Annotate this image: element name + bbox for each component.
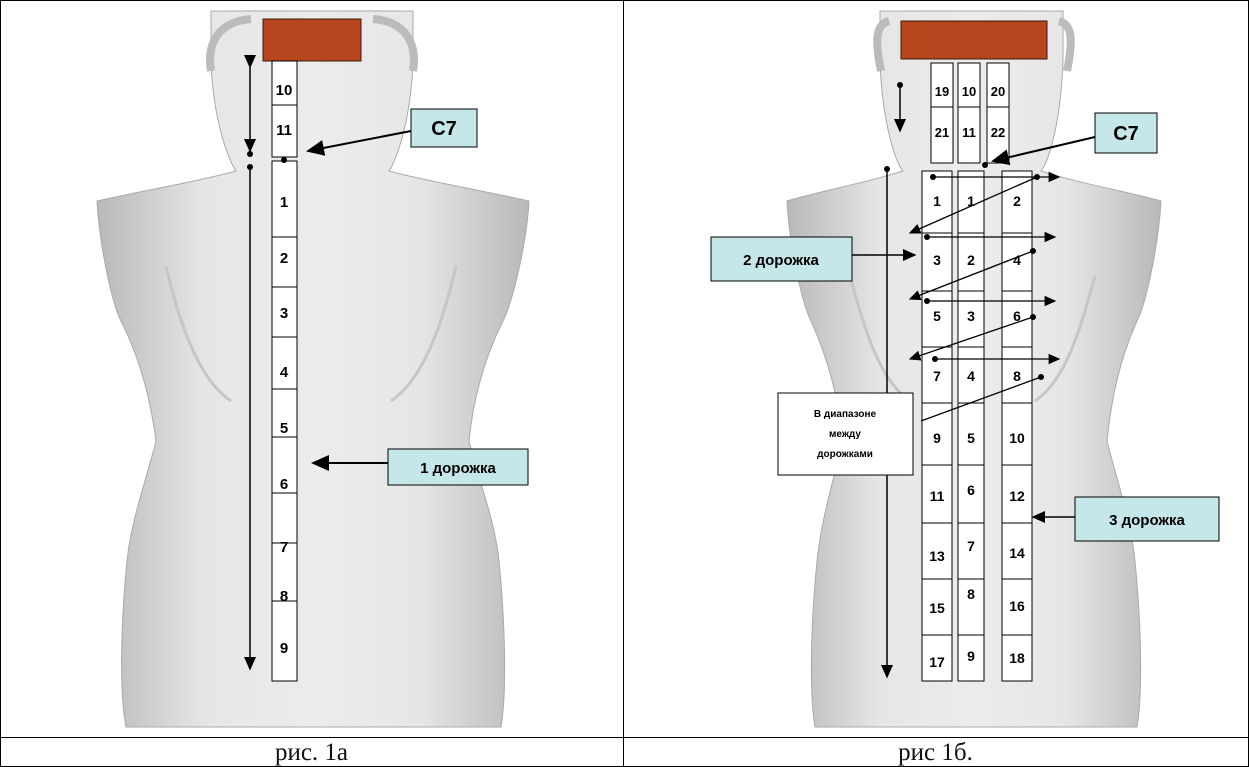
panel-b-diagram: 19 21 10 11 20 22 1 3 5 7 9 11 13 15 — [625, 1, 1247, 737]
cell-label: 8 — [967, 586, 975, 602]
cell-label: 20 — [991, 84, 1005, 99]
cell-label: 2 — [280, 250, 288, 267]
cell-label: 10 — [276, 82, 293, 99]
caption-b: рис 1б. — [624, 738, 1247, 767]
cell-label: 9 — [933, 430, 941, 446]
track1-label: 1 дорожка — [420, 460, 496, 477]
cell-label: 11 — [962, 125, 976, 140]
cell-label: 11 — [276, 122, 292, 139]
neck-column: 10 11 — [272, 61, 297, 157]
cell-label: 4 — [280, 364, 289, 381]
track3-label: 3 дорожка — [1109, 512, 1185, 529]
c7-label: C7 — [1113, 123, 1139, 145]
cell-label: 1 — [933, 193, 941, 209]
cell-label: 13 — [929, 548, 945, 564]
cell-label: 14 — [1009, 545, 1025, 561]
note-line-2: между — [829, 429, 861, 440]
note-line-3: дорожками — [817, 449, 873, 460]
cell-label: 6 — [967, 482, 975, 498]
cell-label: 7 — [280, 539, 288, 556]
cell-label: 8 — [1013, 368, 1021, 384]
track-middle-column: 1 2 3 4 5 6 7 8 9 — [958, 171, 984, 681]
cell-label: 1 — [280, 194, 288, 211]
cell-label: 9 — [280, 640, 288, 657]
cell-label: 5 — [933, 308, 941, 324]
cell-label: 7 — [967, 538, 975, 554]
cell-label: 17 — [929, 654, 945, 670]
cell-label: 2 — [967, 252, 975, 268]
cell-label: 4 — [967, 368, 975, 384]
cell-label: 21 — [935, 125, 949, 140]
cell-label: 18 — [1009, 650, 1025, 666]
cell-label: 5 — [280, 420, 288, 437]
cell-label: 8 — [280, 588, 288, 605]
cell-label: 9 — [967, 648, 975, 664]
cell-label: 2 — [1013, 193, 1021, 209]
cell-label: 11 — [930, 488, 945, 504]
panel-a-diagram: 10 11 1 2 3 4 5 6 7 8 9 — [1, 1, 623, 737]
cell-label: 10 — [1009, 430, 1025, 446]
cell-label: 4 — [1013, 252, 1021, 268]
column-divider — [623, 0, 624, 767]
track-right-column: 2 4 6 8 10 12 14 16 18 — [1002, 171, 1032, 681]
hair — [263, 19, 361, 61]
cell-label: 3 — [280, 305, 288, 322]
cell-label: 5 — [967, 430, 975, 446]
cell-label: 22 — [991, 125, 1005, 140]
note-line-1: В диапазоне — [814, 409, 877, 420]
cell-label: 16 — [1009, 598, 1025, 614]
caption-a: рис. 1а — [0, 738, 623, 767]
hair — [901, 21, 1047, 59]
cell-label: 12 — [1009, 488, 1025, 504]
neck-columns: 19 21 10 11 20 22 — [931, 63, 1009, 163]
c7-label: C7 — [431, 118, 457, 140]
cell-label: 10 — [962, 84, 976, 99]
spine-column: 1 2 3 4 5 6 7 8 9 — [272, 161, 297, 681]
cell-label: 6 — [280, 476, 288, 493]
cell-label: 7 — [933, 368, 941, 384]
cell-label: 15 — [929, 600, 945, 616]
cell-label: 19 — [935, 84, 949, 99]
cell-label: 3 — [967, 308, 975, 324]
cell-label: 3 — [933, 252, 941, 268]
track2-label: 2 дорожка — [743, 252, 819, 269]
track-left-column: 1 3 5 7 9 11 13 15 17 — [922, 171, 952, 681]
